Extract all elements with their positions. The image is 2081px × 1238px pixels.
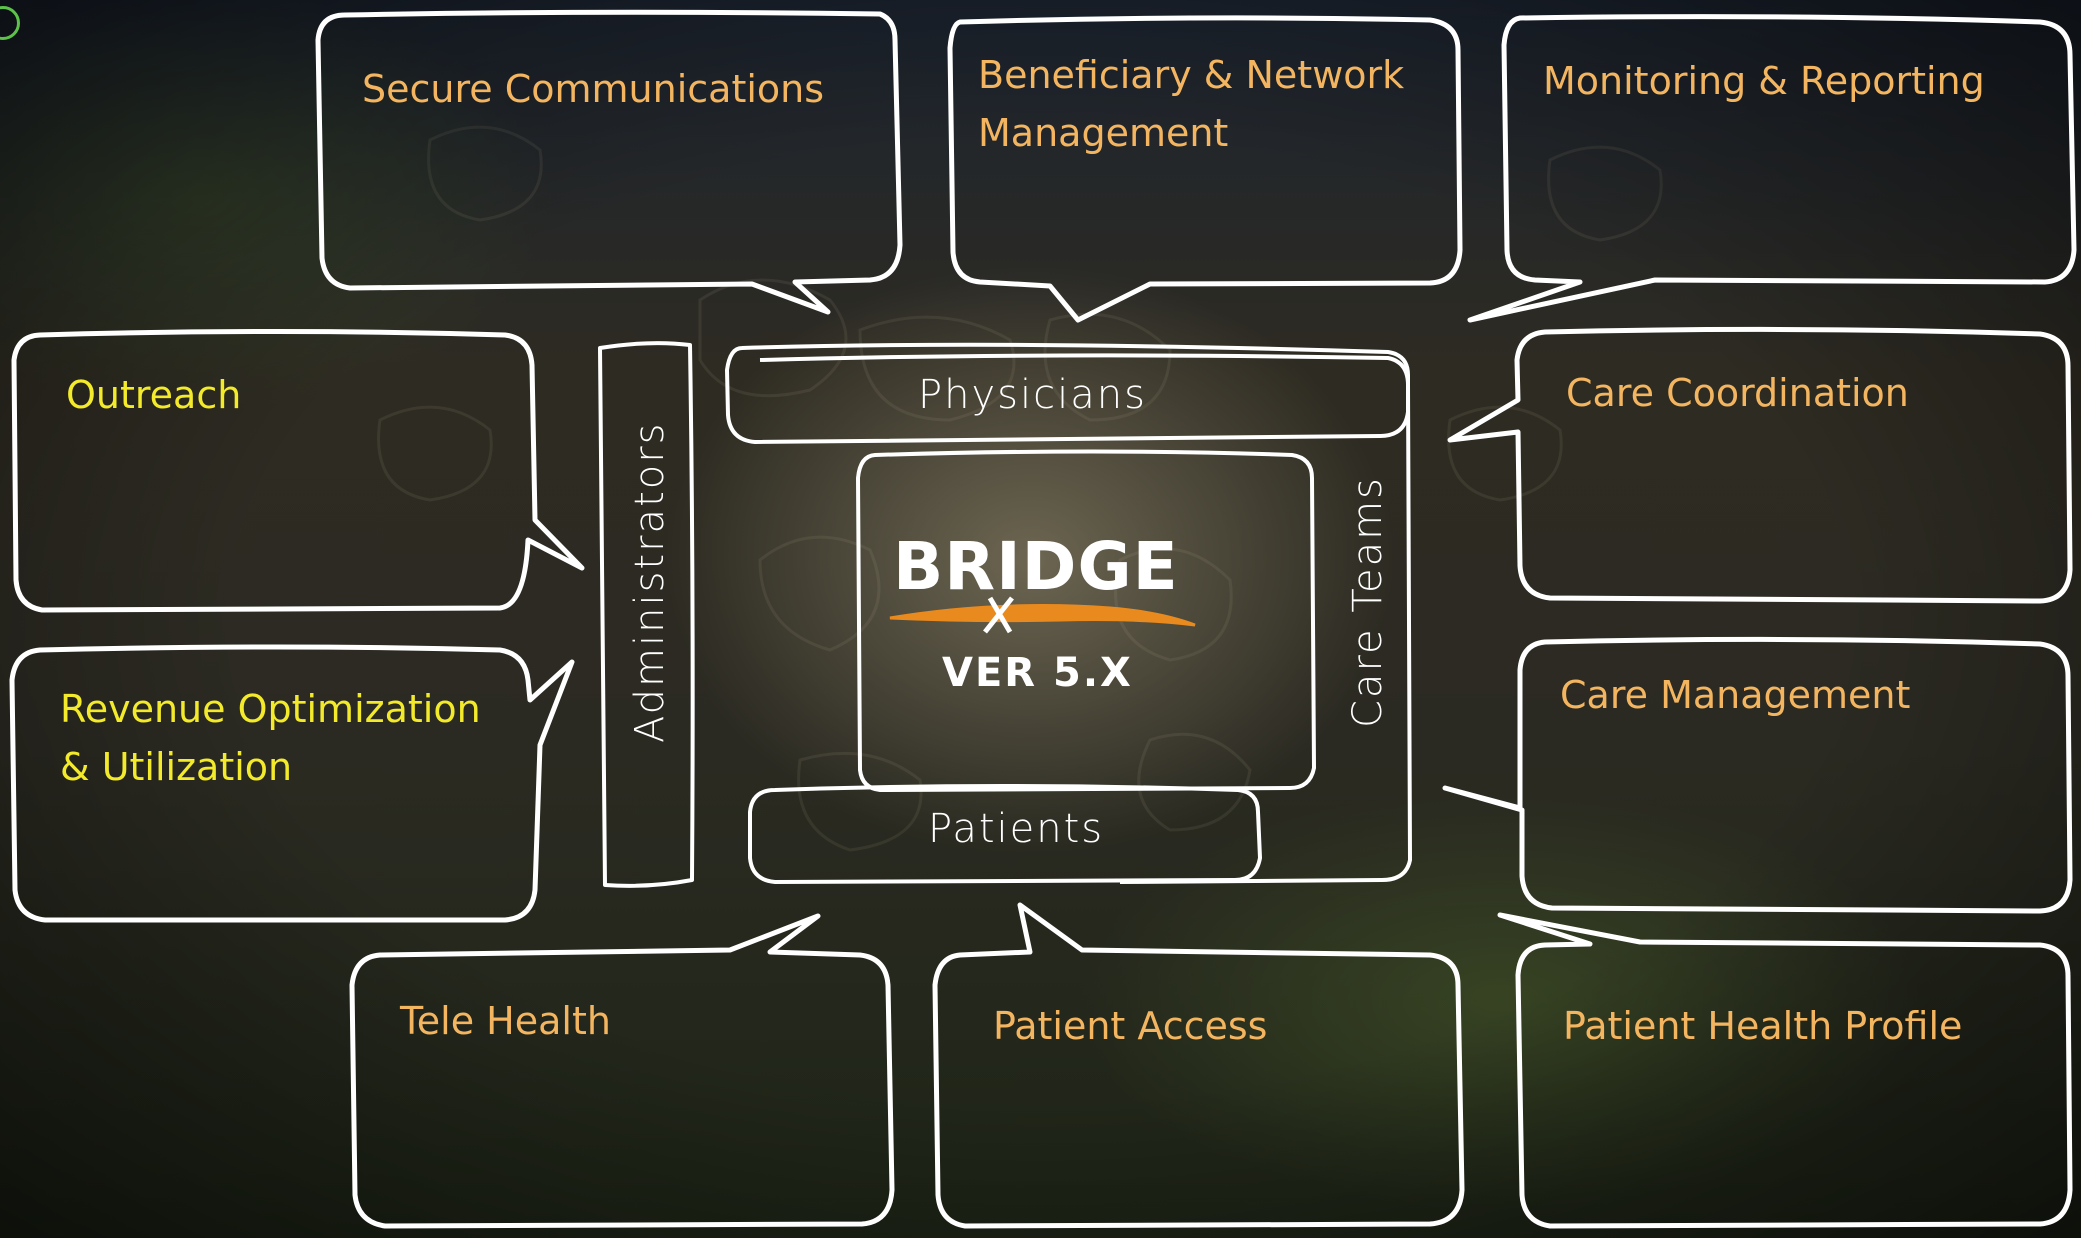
label-patient-access: Patient Access <box>993 1004 1268 1048</box>
bubble-beneficiary-network <box>947 15 1463 323</box>
bubble-care-coordination <box>1447 326 2073 604</box>
role-care-teams: Care Teams <box>1345 476 1391 728</box>
care-teams-frame <box>759 353 1412 884</box>
logo-x-mark <box>983 596 1014 634</box>
bubble-monitoring-reporting <box>1467 14 2077 323</box>
version-label: VER 5.X <box>942 650 1133 696</box>
label-beneficiary-network: Beneficiary & Network Management <box>978 53 1405 155</box>
physicians-frame <box>725 342 1410 444</box>
patients-frame <box>748 784 1262 884</box>
label-care-coordination: Care Coordination <box>1566 371 1909 415</box>
label-monitoring-reporting: Monitoring & Reporting <box>1543 59 1985 103</box>
bubble-care-management <box>1442 636 2073 914</box>
label-outreach: Outreach <box>66 373 242 417</box>
label-secure-communications: Secure Communications <box>362 67 825 111</box>
bubble-tele-health <box>349 913 895 1229</box>
bubble-patient-access <box>932 902 1465 1229</box>
label-care-management: Care Management <box>1560 673 1911 717</box>
bubble-secure-communications <box>315 9 903 315</box>
label-patient-health-profile: Patient Health Profile <box>1563 1004 1963 1048</box>
role-administrators: Administrators <box>627 421 673 743</box>
bubble-outreach <box>11 329 585 613</box>
label-tele-health: Tele Health <box>400 999 611 1043</box>
bubble-revenue-optimization <box>9 644 575 923</box>
role-physicians: Physicians <box>918 372 1147 418</box>
core-inner-frame <box>856 449 1316 792</box>
label-revenue-optimization: Revenue Optimization & Utilization <box>60 687 481 789</box>
bubble-patient-health-profile <box>1497 912 2073 1229</box>
role-patients: Patients <box>928 806 1105 852</box>
bridge-logo-text: BRIDGE <box>893 528 1179 605</box>
administrators-frame <box>598 341 695 888</box>
logo-swoosh <box>889 604 1196 627</box>
